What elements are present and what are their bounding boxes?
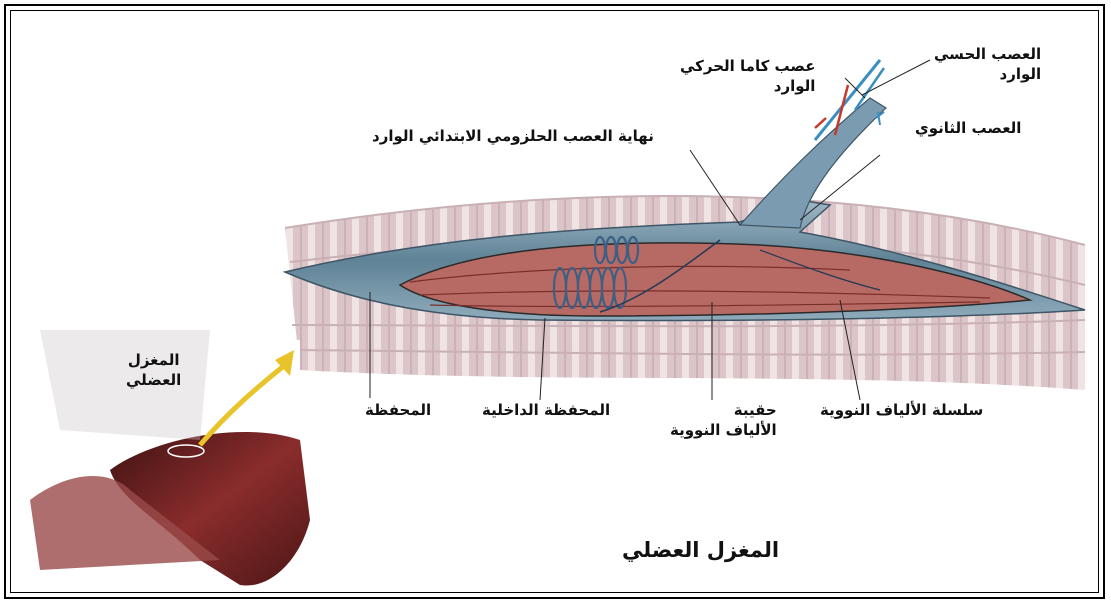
label-capsule: المحفظة — [365, 400, 431, 420]
diagram-title: المغزل العضلي — [622, 536, 779, 564]
label-inset-muscle-spindle: المغزل العضلي — [126, 350, 181, 391]
label-afferent-sensory-nerve: العصب الحسي الوارد — [934, 44, 1041, 85]
label-nuclear-bag-fibers: حقيبة الألياف النووية — [670, 400, 777, 441]
label-nuclear-chain-fibers: سلسلة الألياف النووية — [820, 400, 983, 420]
label-secondary-nerve: العصب الثانوي — [915, 118, 1021, 138]
label-inner-capsule: المحفظة الداخلية — [482, 400, 610, 420]
label-gamma-motor-nerve: عصب كاما الحركي الوارد — [680, 56, 815, 97]
label-primary-sensory-ending: نهاية العصب الحلزومي الابتدائي الوارد — [372, 126, 654, 146]
